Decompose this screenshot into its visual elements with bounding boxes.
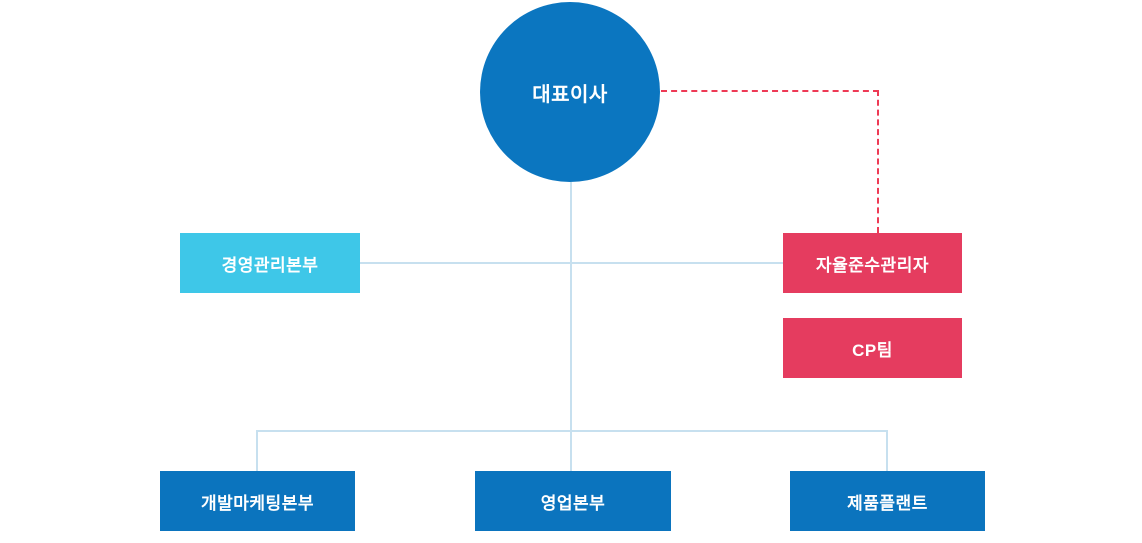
node-compliance-manager: 자율준수관리자 [783, 233, 962, 293]
node-cp-team: CP팀 [783, 318, 962, 378]
node-ceo-label: 대표이사 [532, 83, 608, 106]
connector-devmarketing-drop-line [256, 430, 258, 471]
connector-divisions-bracket-line [256, 430, 888, 432]
connector-management-compliance-line [360, 262, 783, 264]
node-dev-marketing-division: 개발마케팅본부 [160, 471, 355, 531]
connector-ceo-vertical-line [570, 182, 572, 471]
node-management-division-label: 경영관리본부 [221, 255, 319, 275]
node-product-plant: 제품플랜트 [790, 471, 985, 531]
connector-productplant-drop-line [886, 430, 888, 471]
node-sales-division-label: 영업본부 [540, 493, 606, 513]
node-ceo: 대표이사 [480, 2, 660, 182]
dashed-ceo-compliance-vertical-line [877, 90, 879, 233]
node-dev-marketing-division-label: 개발마케팅본부 [201, 493, 314, 513]
node-management-division: 경영관리본부 [180, 233, 360, 293]
dashed-ceo-compliance-horizontal-line [661, 90, 879, 92]
node-sales-division: 영업본부 [475, 471, 671, 531]
node-product-plant-label: 제품플랜트 [847, 493, 928, 513]
node-cp-team-label: CP팀 [852, 340, 893, 360]
node-compliance-manager-label: 자율준수관리자 [816, 255, 929, 275]
